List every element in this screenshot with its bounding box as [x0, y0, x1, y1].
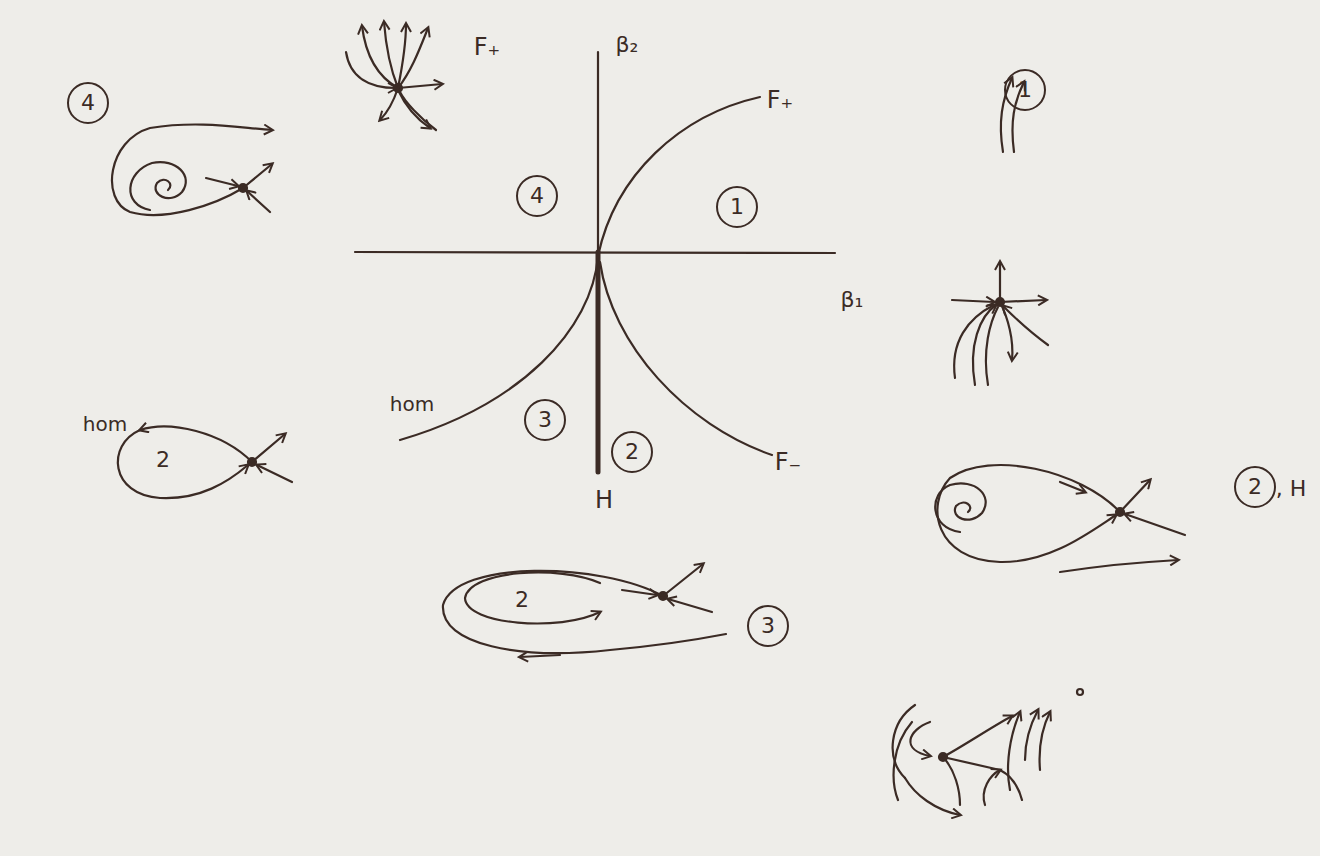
callout-circle: 2: [611, 431, 653, 473]
curve-label: F₋: [775, 449, 801, 475]
callout-number: 3: [538, 409, 552, 431]
callout-circle: 1: [716, 186, 758, 228]
callout-number: 2: [625, 441, 639, 463]
curve-label: H: [595, 487, 613, 513]
callout-number: 2: [1248, 476, 1262, 498]
curve-label: β₁: [841, 288, 864, 312]
curve-label: hom: [390, 393, 434, 415]
callout-circle: 1: [1004, 69, 1046, 111]
curve-label: β₂: [616, 33, 639, 57]
callout-circle: 2: [1234, 466, 1276, 508]
curve-label: F₊: [767, 87, 793, 113]
callout-number: 3: [761, 615, 775, 637]
callout-circle: 3: [747, 605, 789, 647]
callout-number: 1: [1018, 79, 1032, 101]
callout-circle: 4: [516, 175, 558, 217]
callout-circle: 4: [67, 82, 109, 124]
curve-label: 2: [156, 448, 170, 472]
curve-label: 2: [515, 588, 529, 612]
callout-circle: 3: [524, 399, 566, 441]
curve-label: hom: [83, 413, 127, 435]
curve-label: , H: [1276, 477, 1307, 501]
curve-label: F₊: [474, 34, 500, 60]
callout-number: 1: [730, 196, 744, 218]
callout-number: 4: [81, 92, 95, 114]
callout-number: 4: [530, 185, 544, 207]
